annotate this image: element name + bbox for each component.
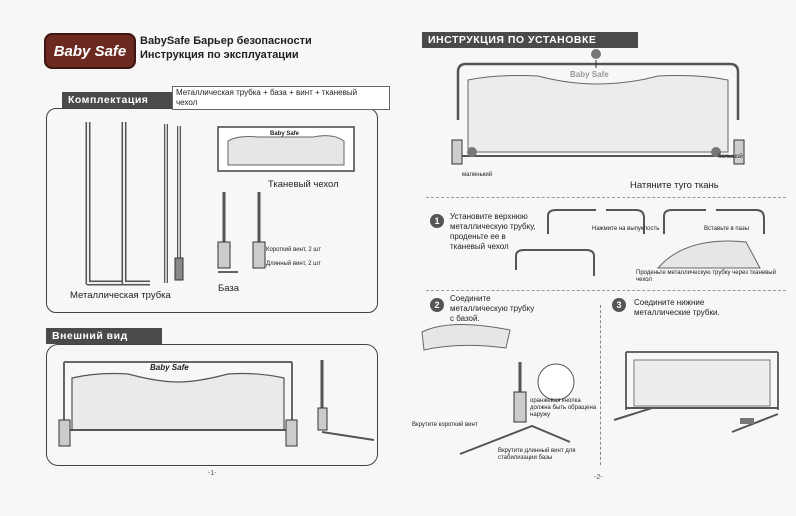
thread-label-line-2: чехол: [636, 277, 652, 283]
page-number-right: -2-: [594, 474, 603, 481]
divider-3: [600, 305, 601, 465]
base-drawing: [217, 192, 266, 273]
cover-label: Тканевый чехол: [268, 179, 339, 190]
view-box: [46, 344, 378, 466]
long-screw-label: Длинный винт, 2 шт: [266, 261, 321, 267]
fabric-cover-drawing: [217, 126, 355, 172]
title-line-1: BabySafe Барьер безопасности: [140, 35, 312, 47]
page-title: BabySafe Барьер безопасности Инструкция …: [140, 34, 312, 62]
step-1-text: Установите верхнюю металлическую трубку,…: [450, 212, 536, 252]
install-header: ИНСТРУКЦИЯ ПО УСТАНОВКЕ: [422, 32, 638, 48]
metal-tubes-drawing: [85, 122, 184, 286]
kit-contents: Металлическая трубка + база + винт + тка…: [172, 86, 390, 110]
step-3-line-2: металлические трубки.: [634, 308, 720, 317]
divider-1: [426, 197, 786, 198]
insert-label: Вставьте в пазы: [704, 226, 749, 232]
divider-2: [426, 290, 786, 291]
tube-label: Металлическая трубка: [70, 290, 171, 301]
step-1-line-4: тканевый чехол: [450, 242, 509, 251]
long-screw-note: Вкрутите длинный винт для стабилизации б…: [498, 448, 576, 462]
view-section-header: Внешний вид: [46, 328, 162, 344]
kit-contents-line-2: чехол: [176, 98, 198, 107]
step-1-line-2: металлическую трубку,: [450, 222, 536, 231]
barrier-side-view: [317, 360, 375, 441]
install-overview-diagram: [451, 49, 745, 165]
step-1-badge: 1: [430, 214, 444, 228]
step-2-badge: 2: [430, 298, 444, 312]
brand-logo: Baby Safe: [44, 33, 136, 69]
small-label-left: маленький: [462, 172, 493, 178]
kit-section-header: Комплектация: [62, 92, 174, 108]
step-3-badge: 3: [612, 298, 626, 312]
step-3-diagram: [613, 351, 779, 433]
step-1-line-3: проденьте ее в: [450, 232, 506, 241]
left-page: Baby Safe BabySafe Барьер безопасности И…: [44, 33, 390, 477]
step-2-line-2: металлическую трубку: [450, 304, 535, 313]
press-label: Нажмите на выпуклость: [592, 226, 660, 232]
step-1-tube-diagram: [515, 209, 765, 276]
small-label-right: большой: [718, 154, 743, 160]
cover-brand: Baby Safe: [270, 131, 300, 137]
step-2-line-1: Соедините: [450, 294, 491, 303]
barrier-front-view: [58, 361, 298, 447]
thread-label-line-1: Проденьте металлическую трубку через тка…: [636, 270, 776, 276]
kit-contents-line-1: Металлическая трубка + база + винт + тка…: [176, 88, 358, 97]
title-line-2: Инструкция по эксплуатации: [140, 49, 299, 61]
button-note-line-2: должна быть обращена: [530, 405, 597, 411]
base-label: База: [218, 283, 240, 294]
right-page: ИНСТРУКЦИЯ ПО УСТАНОВКЕ Baby Safe малень…: [398, 0, 796, 516]
diagram-brand: Baby Safe: [570, 70, 609, 79]
pull-fabric-label: Натяните туго ткань: [630, 180, 719, 191]
page-number-left: -1-: [208, 470, 217, 477]
long-screw-note-line-2: стабилизации базы: [498, 455, 553, 461]
view-brand: Baby Safe: [150, 363, 189, 372]
button-note-line-1: оранжевая кнопка: [530, 398, 581, 404]
button-note: оранжевая кнопка должна быть обращена на…: [530, 398, 596, 419]
step-1-line-1: Установите верхнюю: [450, 212, 528, 221]
long-screw-note-line-1: Вкрутите длинный винт для: [498, 448, 576, 454]
short-screw-note: Вкрутите короткий винт: [412, 422, 478, 428]
step-2-text: Соедините металлическую трубку с базой.: [450, 294, 534, 324]
step-2-line-3: с базой.: [450, 314, 480, 323]
short-screw-label: Короткий винт, 2 шт: [266, 247, 321, 253]
step-3-line-1: Соедините нижние: [634, 298, 705, 307]
thread-label: Проденьте металлическую трубку через тка…: [636, 270, 776, 284]
button-note-line-3: наружу: [530, 412, 551, 418]
step-3-text: Соедините нижние металлические трубки.: [634, 298, 720, 318]
step-2-diagram: [421, 324, 575, 455]
